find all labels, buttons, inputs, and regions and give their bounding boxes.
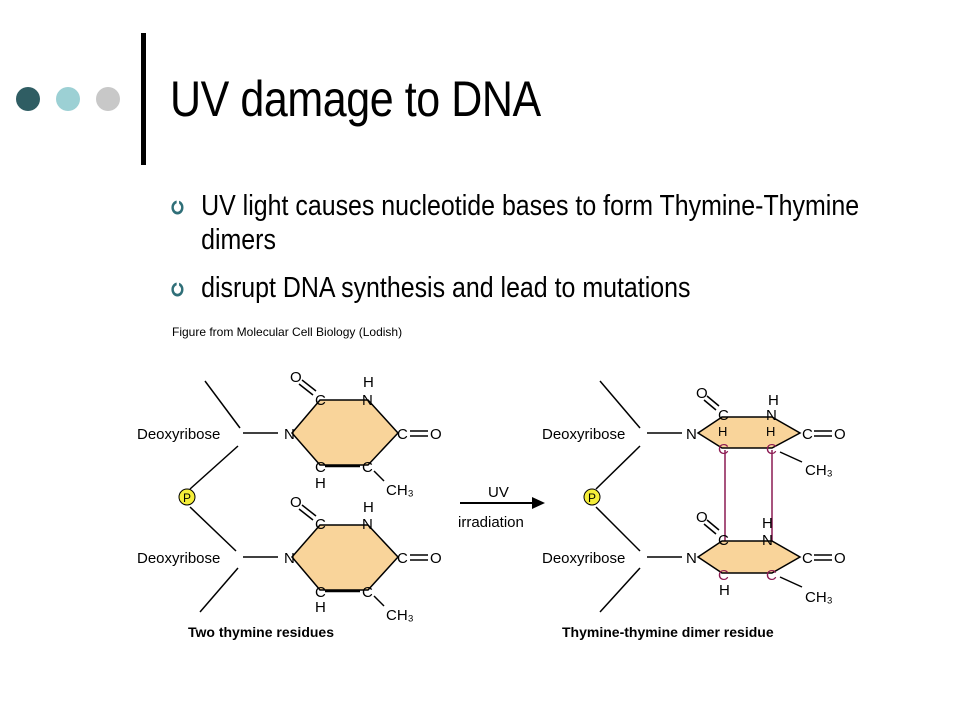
dot-gray — [96, 87, 120, 111]
atom-o: O — [696, 509, 708, 526]
left-panel-caption: Two thymine residues — [188, 624, 334, 640]
bullet-text: disrupt DNA synthesis and lead to mutati… — [201, 272, 691, 304]
uv-arrow: UV irradiation — [458, 484, 545, 531]
left-panel: P Deoxyribose N C N C C C O H O H CH₃ De… — [137, 369, 442, 640]
figure-credit: Figure from Molecular Cell Biology (Lodi… — [172, 325, 403, 339]
methyl-label: CH₃ — [386, 607, 414, 624]
atom-c4: C — [802, 426, 813, 443]
atom-c6: C — [315, 584, 326, 601]
atom-o: O — [430, 550, 442, 567]
bullet-icon — [171, 200, 184, 215]
atom-n1: N — [686, 426, 697, 443]
atom-h: H — [762, 515, 773, 532]
methyl-label: CH₃ — [386, 482, 414, 499]
bullet-item: UV light causes nucleotide bases to form… — [171, 189, 889, 257]
atom-c4: C — [802, 550, 813, 567]
atom-c5: C — [362, 459, 373, 476]
atom-c2: C — [718, 532, 729, 549]
atom-n3: N — [362, 516, 373, 533]
atom-h: H — [719, 582, 730, 599]
thymine-dimer-figure: P Deoxyribose N C N C C C O H O H CH₃ De… — [137, 369, 846, 640]
atom-c6: C — [718, 567, 729, 584]
slide-title: UV damage to DNA — [170, 71, 541, 127]
atom-n3: N — [766, 407, 777, 424]
atom-c2: C — [315, 516, 326, 533]
atom-c2: C — [315, 392, 326, 409]
atom-h: H — [766, 424, 775, 439]
bullet-text: UV light causes nucleotide bases to form… — [201, 190, 860, 256]
atom-o: O — [696, 385, 708, 402]
atom-h: H — [363, 499, 374, 516]
title-divider — [141, 33, 146, 165]
atom-c5: C — [766, 567, 777, 584]
dot-dark — [16, 87, 40, 111]
atom-c6: C — [315, 459, 326, 476]
atom-h: H — [363, 374, 374, 391]
atom-c5: C — [362, 584, 373, 601]
atom-h: H — [315, 599, 326, 616]
atom-o: O — [290, 369, 302, 386]
atom-c2: C — [718, 407, 729, 424]
sugar-label-lower: Deoxyribose — [542, 550, 625, 567]
right-panel-caption: Thymine-thymine dimer residue — [562, 624, 774, 640]
bullet-icon — [171, 282, 184, 297]
arrow-label-uv: UV — [488, 484, 509, 501]
phosphate-label: P — [183, 491, 191, 505]
bullet-list: UV light causes nucleotide bases to form… — [171, 189, 871, 305]
atom-o: O — [834, 426, 846, 443]
atom-c4: C — [397, 426, 408, 443]
phosphate-label: P — [588, 491, 596, 505]
atom-o: O — [290, 494, 302, 511]
methyl-label: CH₃ — [805, 462, 833, 479]
atom-n3: N — [362, 392, 373, 409]
atom-o: O — [834, 550, 846, 567]
atom-c4: C — [397, 550, 408, 567]
atom-c5: C — [766, 441, 777, 458]
methyl-label: CH₃ — [805, 589, 833, 606]
atom-h: H — [768, 392, 779, 409]
dot-teal — [56, 87, 80, 111]
right-panel: P Deoxyribose N C N C C C H H O H O CH₃ — [542, 380, 846, 640]
atom-n1: N — [284, 550, 295, 567]
atom-n1: N — [284, 426, 295, 443]
arrow-label-irradiation: irradiation — [458, 514, 524, 531]
bullet-item: disrupt DNA synthesis and lead to mutati… — [171, 271, 889, 305]
sugar-label-upper: Deoxyribose — [137, 426, 220, 443]
atom-o: O — [430, 426, 442, 443]
sugar-label-lower: Deoxyribose — [137, 550, 220, 567]
atom-n1: N — [686, 550, 697, 567]
atom-n3: N — [762, 532, 773, 549]
atom-h: H — [315, 475, 326, 492]
atom-h: H — [718, 424, 727, 439]
atom-c6: C — [718, 441, 729, 458]
sugar-label-upper: Deoxyribose — [542, 426, 625, 443]
